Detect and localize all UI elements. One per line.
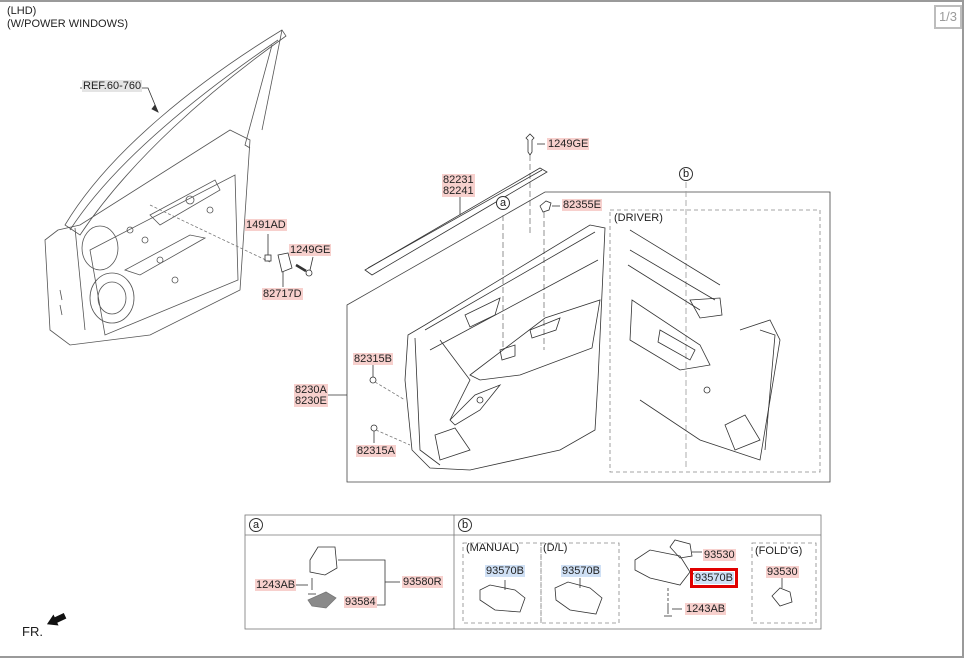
part-82315B[interactable]: 82315B	[353, 353, 393, 365]
driver-trim-drawing	[627, 229, 781, 461]
part-93570B-manual[interactable]: 93570B	[485, 565, 525, 577]
part-82717D[interactable]: 82717D	[262, 288, 303, 300]
manual-title: (MANUAL)	[466, 542, 520, 554]
table-b-dashed-boxes	[462, 542, 817, 624]
beltline-strip	[364, 133, 548, 276]
part-93530-driver[interactable]: 93530	[703, 549, 736, 561]
part-93570B-selected[interactable]: 93570B	[690, 568, 738, 588]
part-1243AB-a[interactable]: 1243AB	[255, 579, 297, 591]
front-indicator: FR.	[22, 624, 43, 639]
dl-title: (D/L)	[543, 542, 568, 554]
table-b-switch-drawings	[479, 539, 793, 617]
part-1491AD[interactable]: 1491AD	[245, 219, 287, 231]
bracket-parts	[149, 204, 314, 287]
ref-label[interactable]: REF.60-760	[82, 80, 143, 92]
folding-title: (FOLD'G)	[755, 545, 803, 557]
header-lhd: (LHD)	[7, 5, 37, 17]
part-82355E[interactable]: 82355E	[562, 199, 602, 211]
page-indicator[interactable]: 1/3	[934, 5, 962, 29]
table-a-key: a	[249, 518, 263, 532]
part-8230E[interactable]: 8230E	[294, 395, 328, 407]
callout-a[interactable]: a	[496, 196, 510, 210]
part-93570B-dl[interactable]: 93570B	[561, 565, 601, 577]
header-power-windows: (W/POWER WINDOWS)	[7, 18, 128, 30]
part-1249GE-left[interactable]: 1249GE	[289, 244, 332, 256]
door-trim-drawing	[404, 224, 606, 471]
callout-b[interactable]: b	[679, 167, 693, 181]
trim-panel-box	[346, 191, 831, 483]
door-frame-drawing	[44, 29, 287, 346]
part-1243AB-b[interactable]: 1243AB	[685, 603, 727, 615]
driver-inset-title: (DRIVER)	[614, 212, 663, 224]
table-a-drawing	[296, 546, 400, 609]
front-arrow-icon	[46, 613, 67, 626]
part-1249GE-top[interactable]: 1249GE	[547, 138, 590, 150]
part-82315A[interactable]: 82315A	[356, 445, 396, 457]
table-b-key: b	[458, 518, 472, 532]
part-93530-folding[interactable]: 93530	[766, 566, 799, 578]
part-82241[interactable]: 82241	[442, 185, 475, 197]
part-93580R[interactable]: 93580R	[402, 576, 443, 588]
part-82231[interactable]: 82231	[442, 174, 475, 186]
driver-inset-box	[609, 209, 821, 473]
tables-grid	[244, 514, 822, 630]
part-8230A[interactable]: 8230A	[294, 384, 328, 396]
part-93584[interactable]: 93584	[344, 596, 377, 608]
